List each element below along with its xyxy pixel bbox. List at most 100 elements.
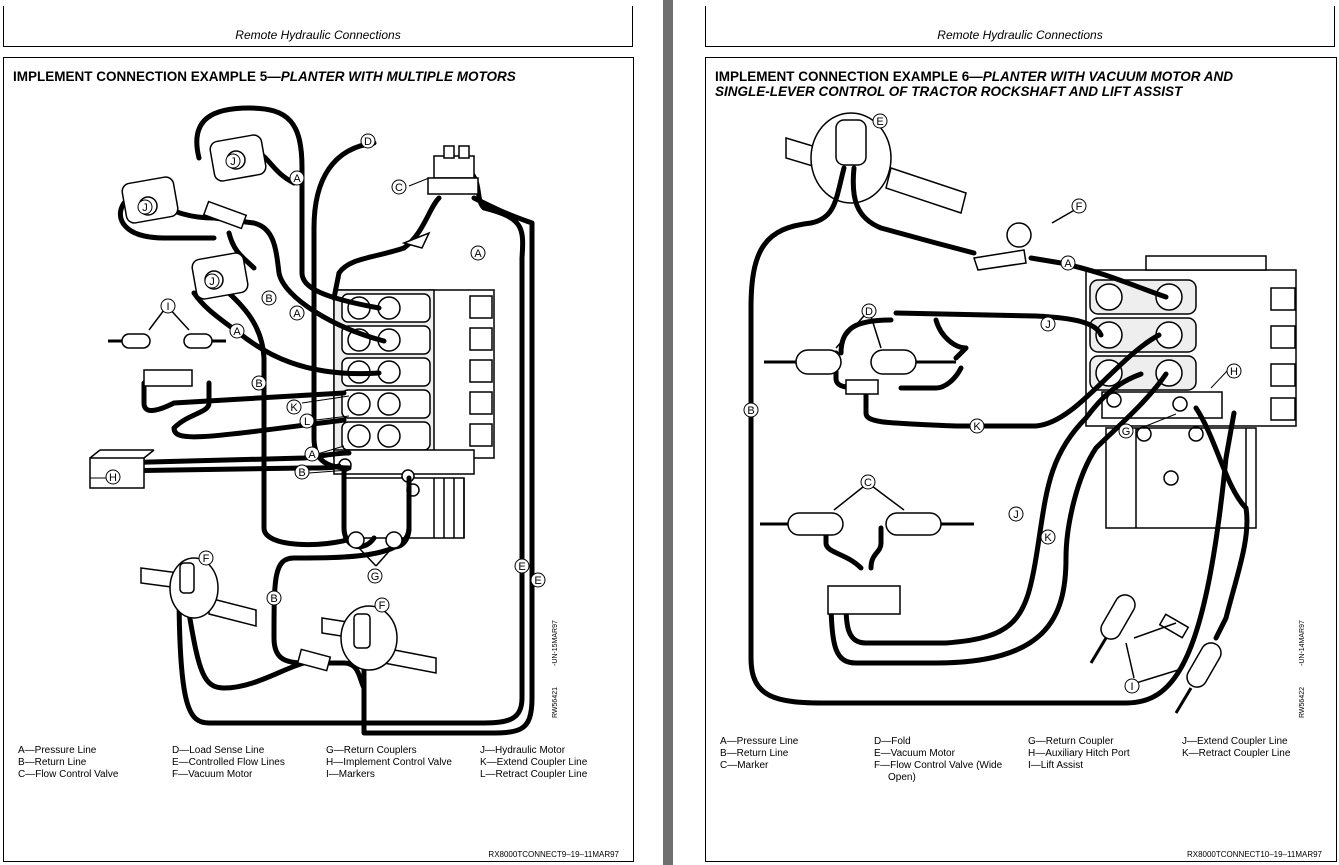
right-callout-leaders bbox=[1135, 369, 1229, 431]
legend-item: G—Return Coupler bbox=[1028, 736, 1114, 747]
svg-text:F: F bbox=[379, 600, 386, 612]
svg-text:C: C bbox=[864, 477, 872, 489]
legend-item: F—Flow Control Valve (Wide bbox=[874, 760, 1003, 771]
left-vacuum-motors bbox=[140, 557, 437, 674]
svg-text:K: K bbox=[290, 402, 298, 414]
right-figure-frame: IMPLEMENT CONNECTION EXAMPLE 6—PLANTER W… bbox=[705, 57, 1337, 862]
svg-text:K: K bbox=[973, 421, 981, 433]
callout-j: J bbox=[225, 153, 241, 169]
right-figure-title: IMPLEMENT CONNECTION EXAMPLE 6—PLANTER W… bbox=[715, 69, 1233, 99]
legend-item: I—Lift Assist bbox=[1028, 760, 1084, 771]
callout-d: D bbox=[861, 303, 877, 319]
right-vacuum-motor bbox=[785, 112, 967, 214]
callout-a: A bbox=[304, 446, 320, 462]
right-header-text: Remote Hydraulic Connections bbox=[937, 28, 1103, 42]
callout-b: B bbox=[743, 402, 759, 418]
callout-b: B bbox=[251, 375, 267, 391]
left-flow-control-valve bbox=[401, 145, 479, 249]
legend-item: C—Flow Control Valve bbox=[18, 769, 119, 780]
legend-item: I—Markers bbox=[326, 769, 375, 780]
svg-text:K: K bbox=[1044, 532, 1052, 544]
svg-text:B: B bbox=[747, 405, 754, 417]
left-title-italic: PLANTER WITH MULTIPLE MOTORS bbox=[280, 69, 516, 84]
right-title-prefix: IMPLEMENT CONNECTION EXAMPLE 6— bbox=[715, 69, 983, 84]
svg-text:B: B bbox=[270, 593, 277, 605]
svg-text:D: D bbox=[364, 136, 372, 148]
legend-item: E—Controlled Flow Lines bbox=[172, 757, 285, 768]
legend-item: L—Retract Coupler Line bbox=[480, 769, 588, 780]
callout-f: F bbox=[198, 550, 214, 566]
callout-b: B bbox=[261, 290, 277, 306]
svg-text:A: A bbox=[293, 308, 301, 320]
callout-k: K bbox=[1040, 529, 1056, 545]
legend-item: A—Pressure Line bbox=[720, 736, 799, 747]
left-page: Remote Hydraulic Connections IMPLEMENT C… bbox=[0, 0, 663, 865]
legend-item: J—Hydraulic Motor bbox=[480, 745, 566, 756]
callout-e: E bbox=[872, 113, 888, 129]
callout-j: J bbox=[137, 199, 153, 215]
left-footer-code: RX8000TCONNECT9–19–11MAR97 bbox=[488, 850, 619, 859]
svg-text:A: A bbox=[308, 449, 316, 461]
svg-text:A: A bbox=[474, 248, 482, 260]
svg-text:B: B bbox=[265, 293, 272, 305]
callout-c: C bbox=[391, 179, 407, 195]
left-figure-frame: IMPLEMENT CONNECTION EXAMPLE 5—PLANTER W… bbox=[3, 57, 634, 862]
svg-text:D: D bbox=[865, 306, 873, 318]
svg-text:A: A bbox=[233, 326, 241, 338]
left-implement-control-valve bbox=[89, 449, 155, 489]
svg-text:A: A bbox=[1064, 258, 1072, 270]
callout-j: J bbox=[1008, 506, 1024, 522]
right-page: Remote Hydraulic Connections IMPLEMENT C… bbox=[673, 0, 1339, 865]
left-side-code-1: -UN-15MAR97 bbox=[552, 620, 559, 666]
right-side-code-2: RW56422 bbox=[1299, 687, 1306, 718]
callout-g: G bbox=[1118, 423, 1134, 439]
legend-item: G—Return Couplers bbox=[326, 745, 417, 756]
callout-g: G bbox=[367, 568, 383, 584]
left-header-text: Remote Hydraulic Connections bbox=[235, 28, 401, 42]
left-header: Remote Hydraulic Connections bbox=[3, 6, 633, 47]
callout-i: I bbox=[1124, 678, 1140, 694]
right-hoses bbox=[748, 165, 1250, 706]
legend-item: D—Fold bbox=[874, 736, 911, 747]
legend-item: C—Marker bbox=[720, 760, 769, 771]
legend-item: K—Extend Coupler Line bbox=[480, 757, 588, 768]
svg-text:B: B bbox=[298, 467, 305, 479]
right-lift-assist bbox=[1089, 594, 1222, 714]
legend-item: A—Pressure Line bbox=[18, 745, 97, 756]
svg-text:L: L bbox=[304, 416, 310, 428]
legend-item: H—Implement Control Valve bbox=[326, 757, 452, 768]
callout-j: J bbox=[1040, 316, 1056, 332]
callout-e: E bbox=[514, 558, 530, 574]
callout-h: H bbox=[1226, 363, 1242, 379]
callout-a: A bbox=[229, 323, 245, 339]
legend-item: B—Return Line bbox=[720, 748, 789, 759]
legend-item: K—Retract Coupler Line bbox=[1182, 748, 1291, 759]
svg-text:G: G bbox=[1122, 426, 1131, 438]
callout-h: H bbox=[105, 469, 121, 485]
callout-f: F bbox=[374, 597, 390, 613]
legend-item-continued: Open) bbox=[888, 772, 916, 783]
svg-text:G: G bbox=[371, 571, 380, 583]
svg-text:E: E bbox=[518, 561, 525, 573]
right-header: Remote Hydraulic Connections bbox=[705, 6, 1335, 47]
legend-item: B—Return Line bbox=[18, 757, 87, 768]
callout-f: F bbox=[1071, 198, 1087, 214]
svg-text:J: J bbox=[142, 202, 148, 214]
callout-e: E bbox=[530, 572, 546, 588]
svg-text:F: F bbox=[203, 553, 210, 565]
legend-item: J—Extend Coupler Line bbox=[1182, 736, 1288, 747]
callout-j: J bbox=[204, 273, 220, 289]
left-callouts: A A A A A B B B B C D E E F F G H I J J bbox=[105, 133, 546, 613]
svg-text:J: J bbox=[1045, 319, 1051, 331]
right-title-italic-2: SINGLE-LEVER CONTROL OF TRACTOR ROCKSHAF… bbox=[715, 84, 1183, 99]
left-hydraulic-diagram: A A A A A B B B B C D E E F F G H I J J bbox=[89, 105, 559, 736]
callout-l: L bbox=[299, 413, 315, 429]
svg-text:J: J bbox=[230, 156, 236, 168]
right-side-code-1: -UN-14MAR97 bbox=[1299, 620, 1306, 666]
callout-b: B bbox=[294, 464, 310, 480]
callout-d: D bbox=[360, 133, 376, 149]
left-legend: A—Pressure Line B—Return Line C—Flow Con… bbox=[18, 745, 618, 785]
svg-text:C: C bbox=[395, 182, 403, 194]
callout-c: C bbox=[860, 474, 876, 490]
left-figure-title: IMPLEMENT CONNECTION EXAMPLE 5—PLANTER W… bbox=[13, 69, 516, 84]
